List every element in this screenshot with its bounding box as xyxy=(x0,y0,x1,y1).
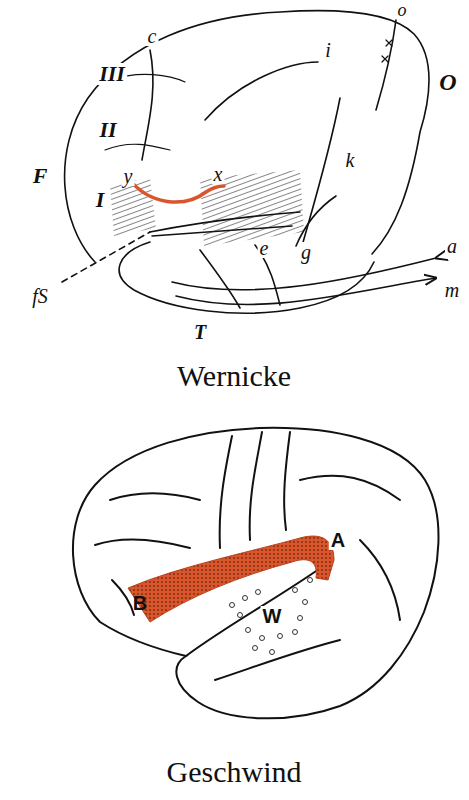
hemisphere-outline xyxy=(65,11,429,262)
area-letter: A xyxy=(329,530,347,550)
occipital-sulcus xyxy=(360,540,400,620)
wernicke-schema xyxy=(62,11,436,314)
gyrus-numeral: I xyxy=(94,189,107,211)
sulcus-letter: g xyxy=(299,242,313,262)
temporal-sulcus xyxy=(215,640,340,680)
central-sulcus xyxy=(142,50,153,160)
sulcus-letter: o xyxy=(396,1,409,19)
frontal-sulcus xyxy=(105,144,170,150)
sulcus-letter: e xyxy=(258,238,271,258)
sulcus-letter: k xyxy=(344,150,357,170)
path-letter: m xyxy=(443,280,461,300)
broca-hatch xyxy=(110,178,156,236)
central-sulcus xyxy=(250,432,262,540)
area-letter: x xyxy=(212,164,225,184)
gyrus-numeral: II xyxy=(97,119,118,141)
frontal-sulcus xyxy=(95,539,190,548)
lobe-letter: T xyxy=(192,322,208,342)
interparietal-sulcus xyxy=(205,62,318,120)
caption: Wernicke xyxy=(177,361,291,391)
wernicke-area-dots xyxy=(230,578,313,655)
temporal-outline xyxy=(119,242,374,313)
area-letter: W xyxy=(261,606,284,626)
occipital-sulcus xyxy=(376,20,396,110)
sylvian-dashed xyxy=(62,232,150,282)
arcuate-fasciculus xyxy=(128,536,334,622)
caption: Geschwind xyxy=(167,757,302,787)
precentral-sulcus xyxy=(220,436,232,548)
path-letter: a xyxy=(445,236,459,256)
temporal-sulcus xyxy=(200,250,240,308)
lobe-letter: F xyxy=(31,165,50,187)
postcentral-sulcus xyxy=(284,432,290,530)
area-letter: B xyxy=(133,593,147,613)
efferent-path xyxy=(176,278,436,305)
geschwind-brain xyxy=(73,428,439,719)
sulcus-letter: i xyxy=(323,40,333,60)
frontal-sulcus xyxy=(112,580,134,615)
area-letter: y xyxy=(122,166,135,186)
parietal-sulcus xyxy=(300,476,400,500)
fissure-label: fS xyxy=(30,286,50,306)
frontal-sulcus xyxy=(110,493,200,500)
gyrus-numeral: III xyxy=(97,63,127,85)
brain-outline xyxy=(73,428,439,719)
lobe-letter: O xyxy=(437,70,458,94)
sulcus-letter: c xyxy=(146,26,159,46)
connection-arc xyxy=(128,178,224,202)
cross-marks xyxy=(382,40,392,62)
